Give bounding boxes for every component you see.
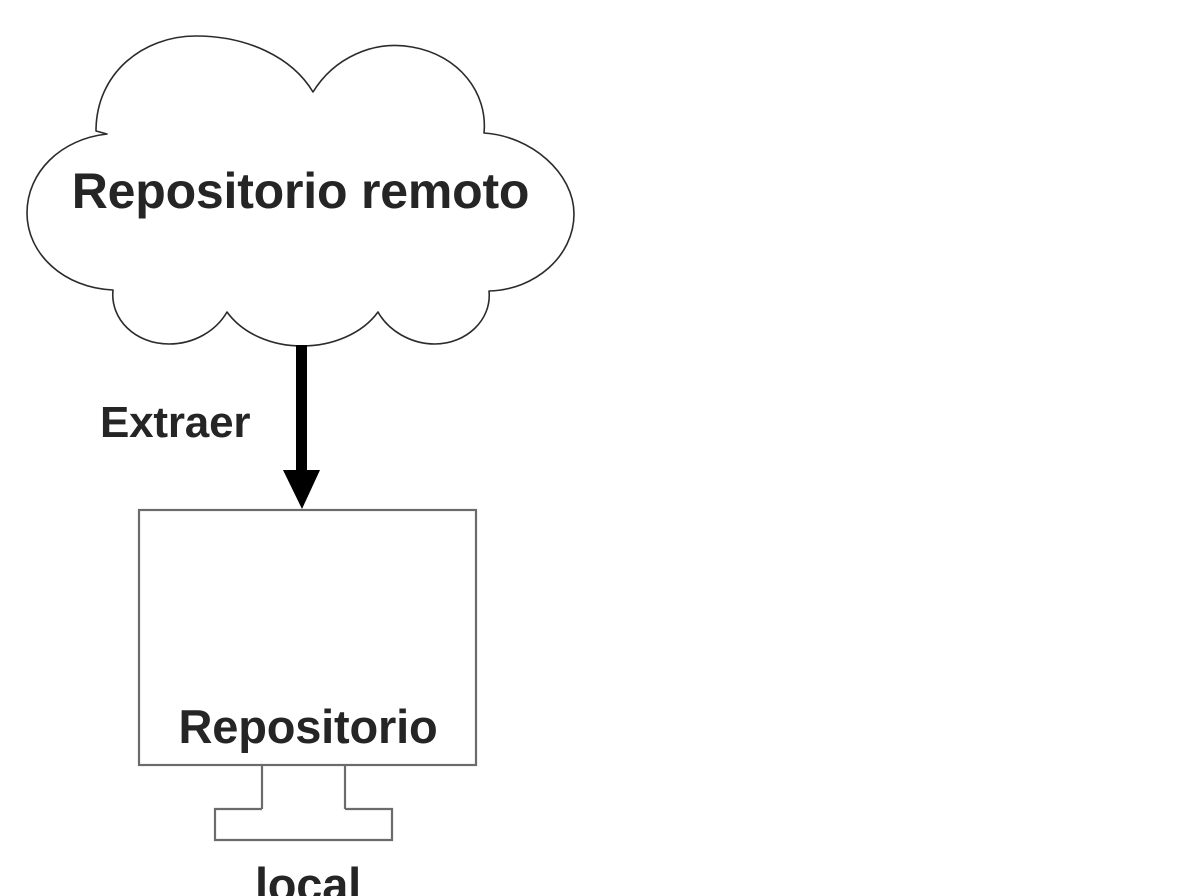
monitor-stand-base [213,807,394,842]
arrow-head-extraer [283,470,320,509]
monitor-screen-local-repo[interactable] [137,508,478,767]
remote-repo-label: Repositorio remoto [71,163,530,219]
edge-label-extraer: Extraer [100,398,251,447]
monitor-stand-neck [260,766,347,809]
cloud-shape-remote-repo[interactable] [26,35,575,347]
arrow-shaft-extraer [296,345,307,472]
local-repo-label: Repositorio local [139,596,477,896]
local-repo-label-line-1: Repositorio [178,700,438,754]
local-repo-label-line-2: local [254,858,362,896]
